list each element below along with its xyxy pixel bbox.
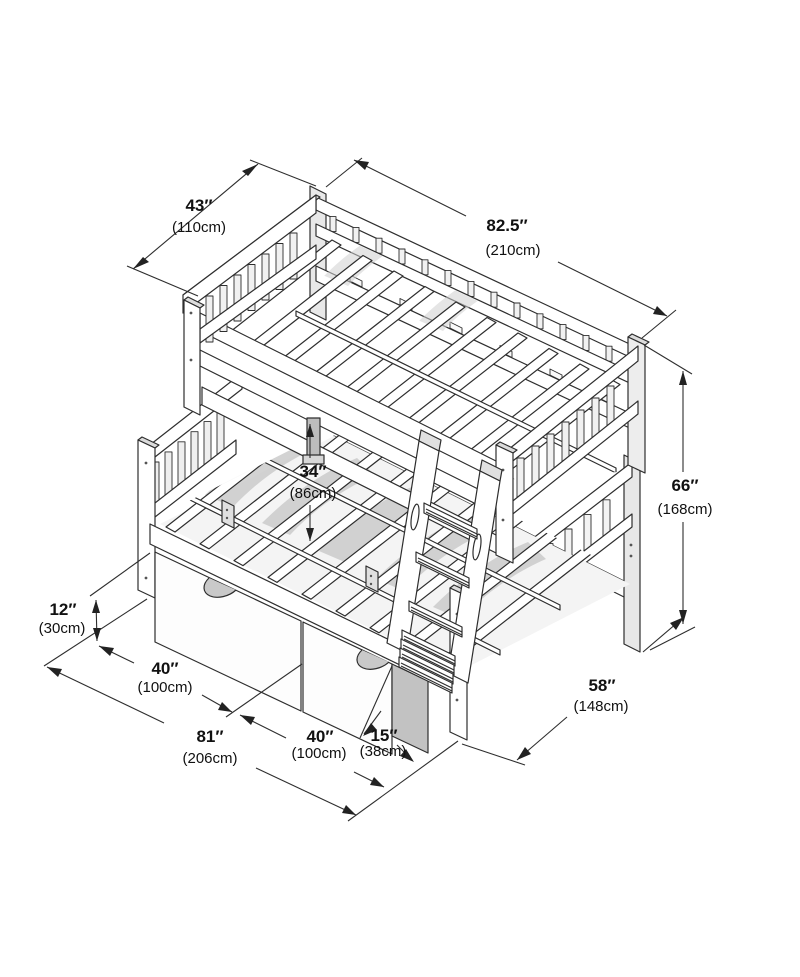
- top-width-cm: (110cm): [172, 219, 226, 236]
- drawer-2-handle: [356, 649, 390, 670]
- clearance-inches: 34″: [299, 462, 326, 481]
- dimension-annotations: 43″ (110cm) 82.5″ (210cm) 34″ (86cm) 66″…: [39, 157, 713, 822]
- end-offset-inches: 15″: [370, 726, 397, 745]
- drawer-height-inches: 12″: [49, 600, 76, 619]
- ladder: [386, 429, 503, 694]
- height-cm: (168cm): [657, 501, 712, 518]
- top-headboard: [182, 194, 321, 416]
- top-width-inches: 43″: [185, 196, 212, 215]
- height-inches: 66″: [671, 476, 698, 495]
- bottom-width-inches: 58″: [588, 676, 615, 695]
- drawer-a-cm: (100cm): [137, 679, 192, 696]
- headboard-near-post: [183, 299, 201, 416]
- dimension-label-overall-length: 81″ (206cm): [182, 727, 237, 767]
- clearance-cm: (86cm): [290, 485, 337, 502]
- dimension-arrowheads: [47, 160, 687, 815]
- storage-drawer-1: [154, 551, 302, 712]
- drawer-b-cm: (100cm): [291, 745, 346, 762]
- ladder-handhole-left: [410, 503, 420, 531]
- support-bracket-2: [365, 565, 379, 593]
- dimension-label-height: 66″ (168cm): [657, 476, 712, 518]
- dimension-label-bottom-width: 58″ (148cm): [573, 676, 628, 715]
- drawer-1-handle: [203, 577, 237, 598]
- dimension-label-end-offset: 15″ (38cm): [360, 726, 407, 760]
- dimension-label-drawer-height: 12″ (30cm): [39, 600, 86, 637]
- dimension-label-clearance: 34″ (86cm): [290, 462, 337, 502]
- drawer-height-cm: (30cm): [39, 620, 86, 637]
- bottom-footboard-far-leg: [623, 454, 641, 653]
- center-support-post: [306, 417, 321, 461]
- center-support-foot: [302, 454, 325, 465]
- footboard-near-post: [495, 444, 514, 564]
- headboard-mid-rail: [199, 244, 317, 344]
- drawer-a-inches: 40″: [151, 659, 178, 678]
- length-inches: 82.5″: [486, 216, 527, 235]
- dimension-label-length: 82.5″ (210cm): [485, 216, 540, 259]
- slat-tabs: [349, 274, 613, 405]
- dimension-label-drawer-a: 40″ (100cm): [137, 659, 192, 696]
- ladder-handhole-right: [472, 533, 482, 561]
- support-bracket-1: [221, 499, 235, 529]
- headboard-top-rail: [182, 194, 317, 314]
- overall-length-inches: 81″: [196, 727, 223, 746]
- drawer-b-inches: 40″: [306, 727, 333, 746]
- top-footboard: [495, 333, 650, 564]
- end-offset-cm: (38cm): [360, 743, 407, 760]
- length-cm: (210cm): [485, 242, 540, 259]
- bottom-width-cm: (148cm): [573, 698, 628, 715]
- dimension-label-top-width: 43″ (110cm): [172, 196, 226, 236]
- storage-drawers: [154, 551, 429, 755]
- dimension-label-drawer-b: 40″ (100cm): [291, 727, 346, 762]
- overall-length-cm: (206cm): [182, 750, 237, 767]
